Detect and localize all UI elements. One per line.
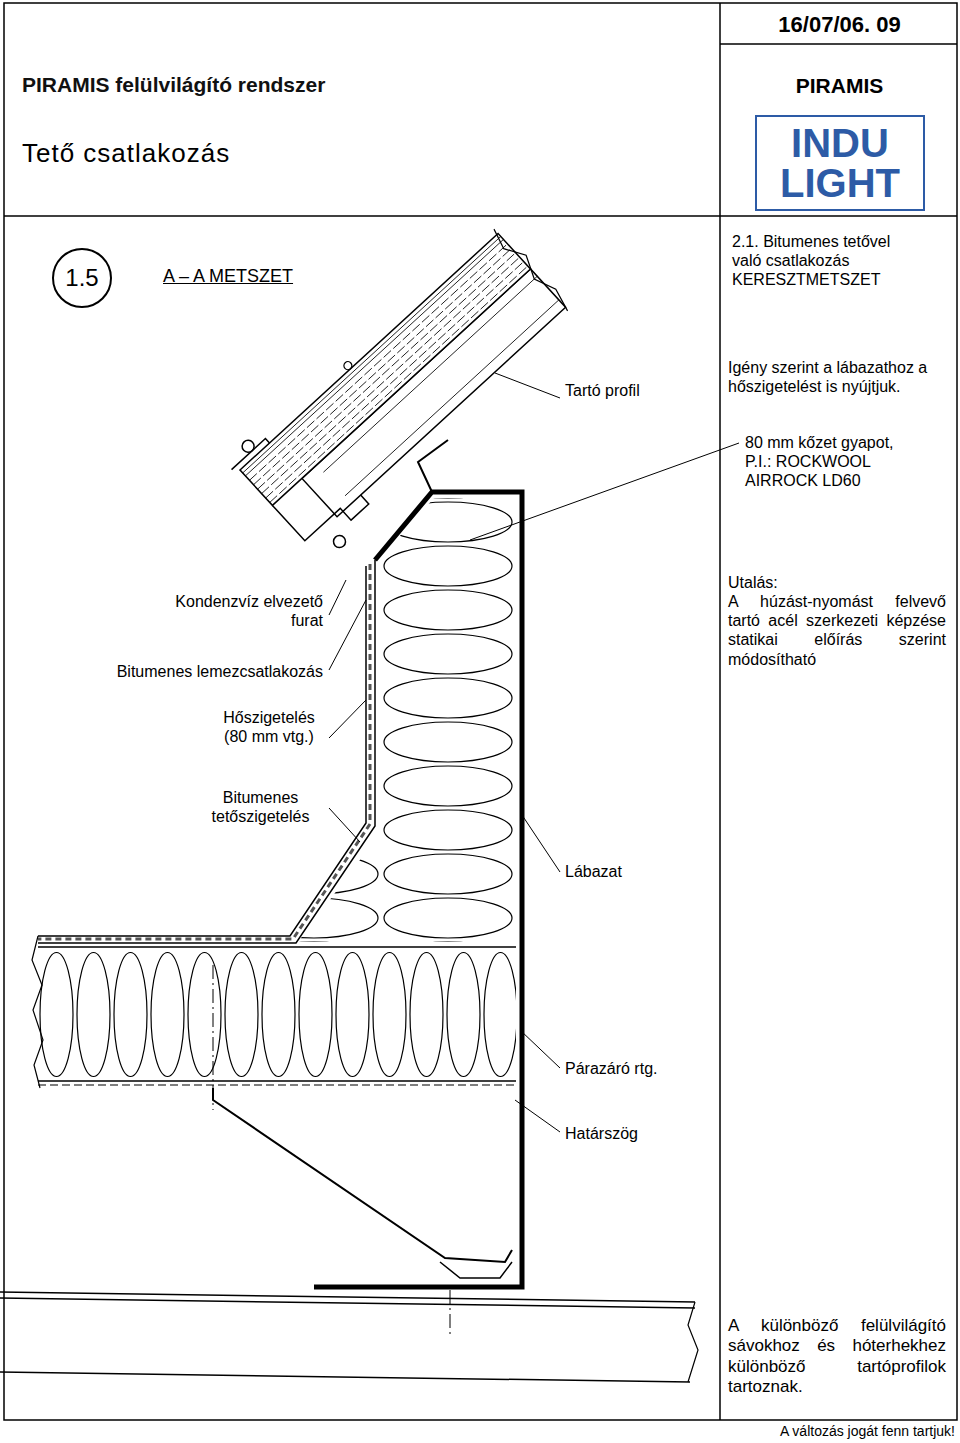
upstand-steel	[314, 492, 522, 1287]
part-name: Hőszigetelés (80 mm vtg.)	[215, 708, 323, 746]
roof-deck	[0, 1372, 690, 1382]
footer-note: A változás jogát fenn tartjuk!	[700, 1423, 955, 1440]
logo-box: INDU LIGHT	[755, 115, 925, 211]
leader-line	[329, 580, 346, 615]
break-line	[32, 936, 43, 1088]
part-name: Tartó profil	[565, 381, 695, 400]
sheet-layer	[270, 266, 528, 502]
part-name: Határszög	[565, 1124, 705, 1143]
insulation-edge	[38, 946, 516, 948]
leader-line	[495, 373, 560, 398]
material-spec: 80 mm kőzet gyapot, P.I.: ROCKWOOL AIRRO…	[745, 433, 910, 491]
note: A húzást-nyomást felvevő tartó acél szer…	[728, 592, 946, 669]
roof-deck	[0, 1292, 695, 1302]
leader-lines	[329, 373, 739, 1132]
leader-line	[329, 600, 366, 670]
detail-number-circle: 1.5	[52, 248, 112, 308]
insulation-edge	[38, 1080, 516, 1082]
logo-text: INDU LIGHT	[774, 123, 906, 203]
connecting-bracket	[418, 440, 448, 492]
centre-line	[213, 965, 214, 1110]
bolt	[240, 438, 257, 455]
header-divider	[4, 215, 957, 217]
angle-flange	[440, 1262, 512, 1278]
note: A különböző felülvilágító sávokhoz és hó…	[728, 1316, 946, 1398]
sheet-layer	[262, 257, 520, 493]
break-line	[490, 225, 573, 314]
bolt	[331, 533, 348, 550]
part-name: Bitumenes tetőszigetelés	[198, 788, 323, 826]
drawing-title: PIRAMIS felülvilágító rendszer	[22, 72, 582, 97]
part-name: Párazáró rtg.	[565, 1059, 705, 1078]
sheet-layer	[266, 262, 524, 498]
note: Igény szerint a lábazathoz a hőszigetelé…	[728, 358, 938, 396]
callout-number: 1.5	[65, 264, 98, 293]
bolt	[342, 360, 353, 371]
gutter-profile	[272, 457, 368, 553]
part-name: Kondenzvíz elvezető furat	[153, 592, 323, 630]
title-block-frame	[4, 3, 957, 1420]
sheet-subject: Tető csatlakozás	[22, 138, 442, 169]
product-name: PIRAMIS	[722, 73, 957, 98]
bitumen-membrane	[38, 560, 375, 943]
page-frame	[4, 3, 957, 1420]
sheet-layer	[258, 253, 516, 489]
roof-deck	[0, 1298, 695, 1308]
part-name: Bitumenes lemezcsatlakozás	[40, 662, 323, 681]
note-heading: Utalás:	[728, 573, 928, 592]
boundary-angle	[213, 1088, 512, 1262]
roof-insulation	[38, 949, 516, 1080]
clamp-profile	[232, 439, 270, 475]
bitumen-membrane	[38, 564, 370, 939]
leader-line	[520, 1030, 560, 1068]
part-name: Lábazat	[565, 862, 695, 881]
bitumen-membrane	[38, 566, 366, 936]
leader-line	[470, 443, 739, 540]
leader-line	[522, 815, 560, 872]
centre-line	[450, 1290, 451, 1335]
leader-line	[329, 700, 366, 738]
vapour-barrier	[38, 1084, 516, 1085]
leader-line	[329, 808, 360, 842]
section-description: 2.1. Bitumenes tetővel való csatlakozás …	[732, 232, 917, 290]
section-name: A – A METSZET	[163, 266, 383, 288]
date-code: 16/07/06. 09	[722, 12, 957, 38]
cell-divider	[720, 43, 957, 45]
break-line	[688, 1302, 698, 1382]
leader-line	[515, 1100, 560, 1132]
